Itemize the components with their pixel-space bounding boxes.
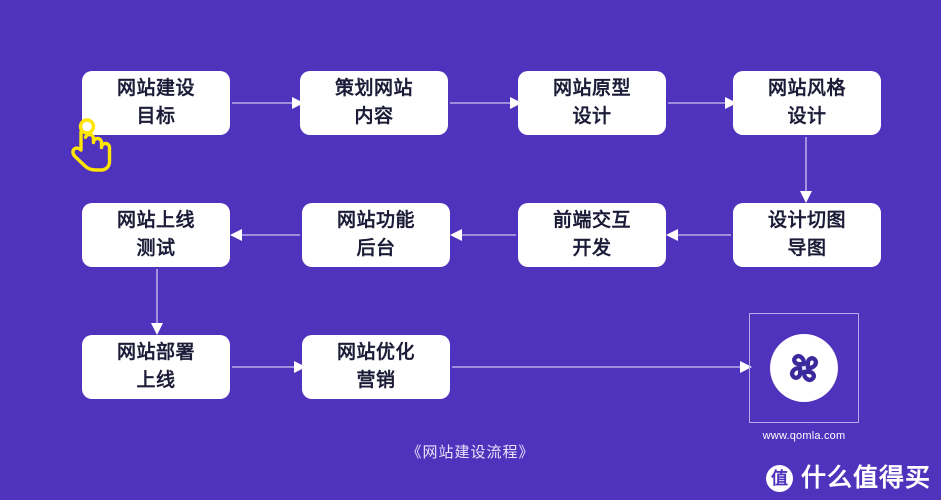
node-marketing-label: 网站优化 营销 (336, 342, 415, 391)
edge-deploy-marketing (232, 361, 306, 373)
edge-style-slicing (800, 137, 812, 203)
node-prototype-label: 网站原型 设计 (552, 78, 631, 127)
logo-url-label: www.qomla.com (762, 430, 846, 442)
diagram-caption: 《网站建设流程》 (406, 444, 535, 461)
node-backend-label: 网站功能 后台 (336, 210, 415, 259)
watermark-badge: 值 (765, 465, 793, 492)
node-testing[interactable]: 网站上线 测试 (82, 203, 230, 267)
edge-backend-testing (230, 229, 300, 241)
node-style-label: 网站风格 设计 (767, 78, 846, 127)
node-marketing[interactable]: 网站优化 营销 (302, 335, 450, 399)
node-content-label: 策划网站 内容 (334, 78, 413, 127)
watermark: 值 什么值得买 (765, 464, 931, 492)
edge-slicing-frontend (666, 229, 731, 241)
tap-hand-cursor-icon (71, 118, 112, 172)
node-backend[interactable]: 网站功能 后台 (302, 203, 450, 267)
node-slicing[interactable]: 设计切图 导图 (733, 203, 881, 267)
edge-prototype-style (668, 97, 737, 109)
node-frontend[interactable]: 前端交互 开发 (518, 203, 666, 267)
node-deploy[interactable]: 网站部署 上线 (82, 335, 230, 399)
node-goal[interactable]: 网站建设 目标 (82, 71, 230, 135)
logo-frame[interactable] (749, 313, 859, 423)
node-goal-label: 网站建设 目标 (116, 78, 195, 127)
logo-disc (770, 334, 838, 402)
edge-marketing-logo (452, 361, 752, 373)
node-frontend-label: 前端交互 开发 (552, 210, 631, 259)
node-content[interactable]: 策划网站 内容 (300, 71, 448, 135)
node-testing-label: 网站上线 测试 (116, 210, 195, 259)
edge-testing-deploy (151, 269, 163, 335)
node-slicing-label: 设计切图 导图 (767, 210, 846, 259)
node-prototype[interactable]: 网站原型 设计 (518, 71, 666, 135)
watermark-text: 什么值得买 (800, 464, 931, 492)
edge-content-prototype (450, 97, 522, 109)
node-deploy-label: 网站部署 上线 (116, 342, 195, 391)
qomla-logo-icon (789, 353, 819, 383)
edge-goal-content (232, 97, 304, 109)
node-style[interactable]: 网站风格 设计 (733, 71, 881, 135)
edge-frontend-backend (450, 229, 516, 241)
